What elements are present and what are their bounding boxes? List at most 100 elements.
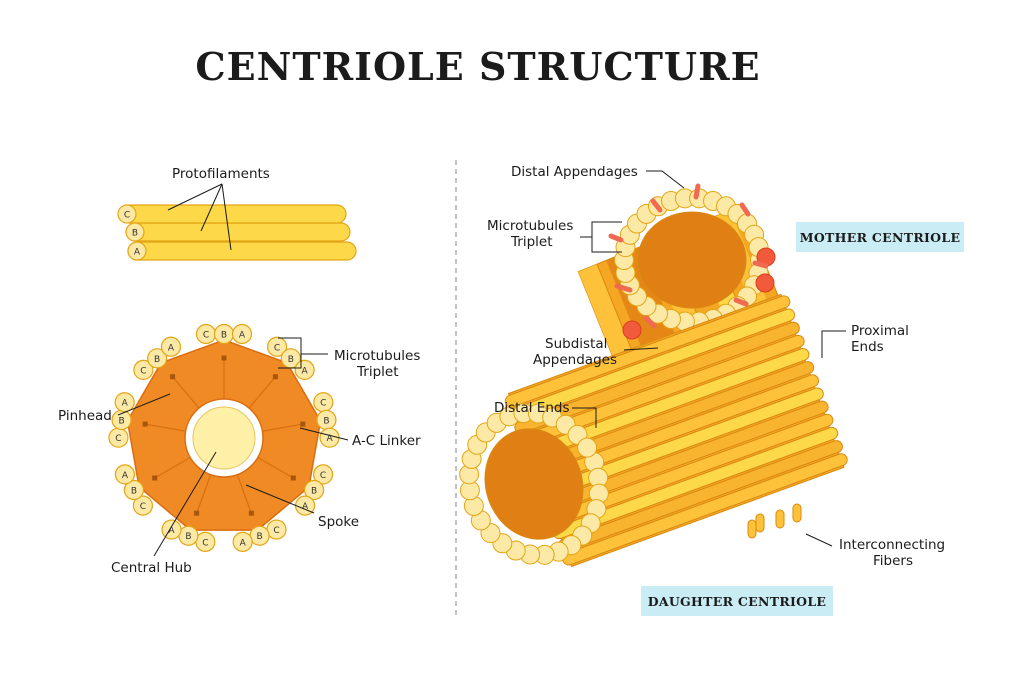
label-protofilaments: Protofilaments <box>172 166 270 182</box>
pinhead-5 <box>248 510 254 516</box>
distal-appendage-8 <box>643 315 657 329</box>
triplet-4-tubule-c <box>312 464 334 485</box>
triplet-1-letter-c: C <box>203 331 209 341</box>
label-mt-triplet-right-1: Microtubules <box>487 218 573 234</box>
mother-lumen <box>637 211 747 309</box>
distal-appendage-7 <box>733 297 749 307</box>
distal-appendage-3 <box>608 233 624 243</box>
spoke-7 <box>156 456 191 478</box>
leader-ac-linker <box>299 427 349 441</box>
label-mt-triplet-right-2: Triplet <box>510 234 552 250</box>
pinhead-9 <box>170 374 176 380</box>
triplet-8-letter-a: A <box>122 399 129 409</box>
label-central-hub: Central Hub <box>111 560 192 576</box>
triplet-4-letter-a: A <box>302 502 309 512</box>
triplet-4-letter-c: C <box>320 471 326 481</box>
triplet-9-letter-a: A <box>168 343 175 353</box>
protofilament-end-a <box>127 241 147 261</box>
protofilament-end-b <box>125 222 145 242</box>
spokes-group <box>142 355 306 516</box>
triplet-9-tubule-a <box>160 336 182 357</box>
page-title: CENTRIOLE STRUCTURE <box>195 44 761 89</box>
triplet-6-letter-a: A <box>168 526 175 536</box>
triplet-1-letter-a: A <box>239 331 246 341</box>
leader-subdistal <box>623 347 659 351</box>
distal-appendage-5 <box>739 202 751 217</box>
triplet-9-tubule-b <box>147 348 168 369</box>
triplet-2-tubule-a <box>294 359 315 381</box>
triplet-7-tubule-a <box>114 464 136 485</box>
protofilament-b <box>127 222 351 242</box>
spoke-5 <box>236 474 252 512</box>
triplet-2-letter-a: A <box>302 366 309 376</box>
daughter-tube-12 <box>558 441 842 552</box>
daughter-tube-2 <box>510 309 795 420</box>
interconnecting-fiber-2 <box>775 509 785 529</box>
pinhead-2 <box>272 374 278 380</box>
leader-proximal <box>821 330 846 358</box>
protofilaments-group: A B C Protofilaments <box>117 166 357 261</box>
triplet-6-letter-c: C <box>202 538 208 548</box>
daughter-centriole <box>459 293 848 568</box>
pinhead-1 <box>221 355 227 361</box>
daughter-tube-13 <box>563 454 847 565</box>
triplet-7-tubule-c <box>132 495 154 516</box>
triplet-5-letter-c: C <box>273 526 279 536</box>
interconnecting-fiber-1 <box>755 513 765 533</box>
leader-protofilaments-2 <box>200 183 223 232</box>
subdistal-appendage-1 <box>622 320 642 340</box>
triplet-3-letter-a: A <box>326 434 333 444</box>
triplet-9-letter-b: B <box>154 355 160 365</box>
triplet-7-letter-b: B <box>131 487 137 497</box>
pinhead-4 <box>290 475 296 481</box>
triplet-4-tubule-b <box>303 479 325 501</box>
label-pinhead: Pinhead <box>58 408 112 424</box>
leader-protofilaments-3 <box>221 183 232 251</box>
leader-distal-ends <box>572 407 597 428</box>
central-hub <box>192 406 256 470</box>
interconnecting-fiber-3 <box>792 503 802 523</box>
triplet-9-tubule-c <box>133 359 154 381</box>
triplet-5-tubule-a <box>232 531 253 552</box>
triplet-2-tubule-c <box>266 336 288 357</box>
triplet-7-letter-a: A <box>122 471 129 481</box>
daughter-tubule-28 <box>577 437 598 458</box>
triplet-1-tubule-a <box>231 323 253 345</box>
label-spoke: Spoke <box>318 514 359 530</box>
triplet-3-letter-c: C <box>320 399 326 409</box>
pinhead-6 <box>194 510 200 516</box>
protofilament-letter-b: B <box>132 229 138 239</box>
spoke-9 <box>173 377 200 409</box>
pinhead-7 <box>152 475 158 481</box>
leader-protofilaments-1 <box>167 183 223 211</box>
spoke-8 <box>147 423 186 432</box>
label-microtubules-triplet-1: Microtubules <box>334 348 420 364</box>
label-subdistal-1: Subdistal <box>545 336 607 352</box>
triplet-6-letter-b: B <box>185 532 191 542</box>
pinhead-3 <box>300 421 306 427</box>
mother-centriole-badge: MOTHER CENTRIOLE <box>796 222 964 252</box>
bracket-microtubules-triplet <box>278 337 302 369</box>
triplet-9-letter-c: C <box>140 366 146 376</box>
label-proximal-1: Proximal <box>851 323 909 339</box>
triplet-5-letter-b: B <box>256 532 262 542</box>
triplet-8-letter-b: B <box>118 416 124 426</box>
triplet-7-letter-c: C <box>140 502 146 512</box>
triplet-1-letter-b: B <box>221 331 227 341</box>
pinhead-8 <box>142 421 148 427</box>
distal-appendage-1 <box>650 198 663 213</box>
daughter-tube-1 <box>505 296 790 407</box>
interconnecting-fiber-4 <box>747 519 757 539</box>
triplet-2-letter-c: C <box>274 343 280 353</box>
label-microtubules-triplet-2: Triplet <box>356 364 398 380</box>
label-interconnecting-1: Interconnecting <box>839 537 945 553</box>
label-distal-appendages: Distal Appendages <box>511 164 638 180</box>
label-distal-ends: Distal Ends <box>494 400 569 416</box>
leader-interconnecting <box>805 533 833 547</box>
protofilament-letter-c: C <box>124 211 130 221</box>
distal-appendage-6 <box>752 260 769 269</box>
label-interconnecting-2: Fibers <box>873 553 913 569</box>
spoke-2 <box>248 377 275 409</box>
